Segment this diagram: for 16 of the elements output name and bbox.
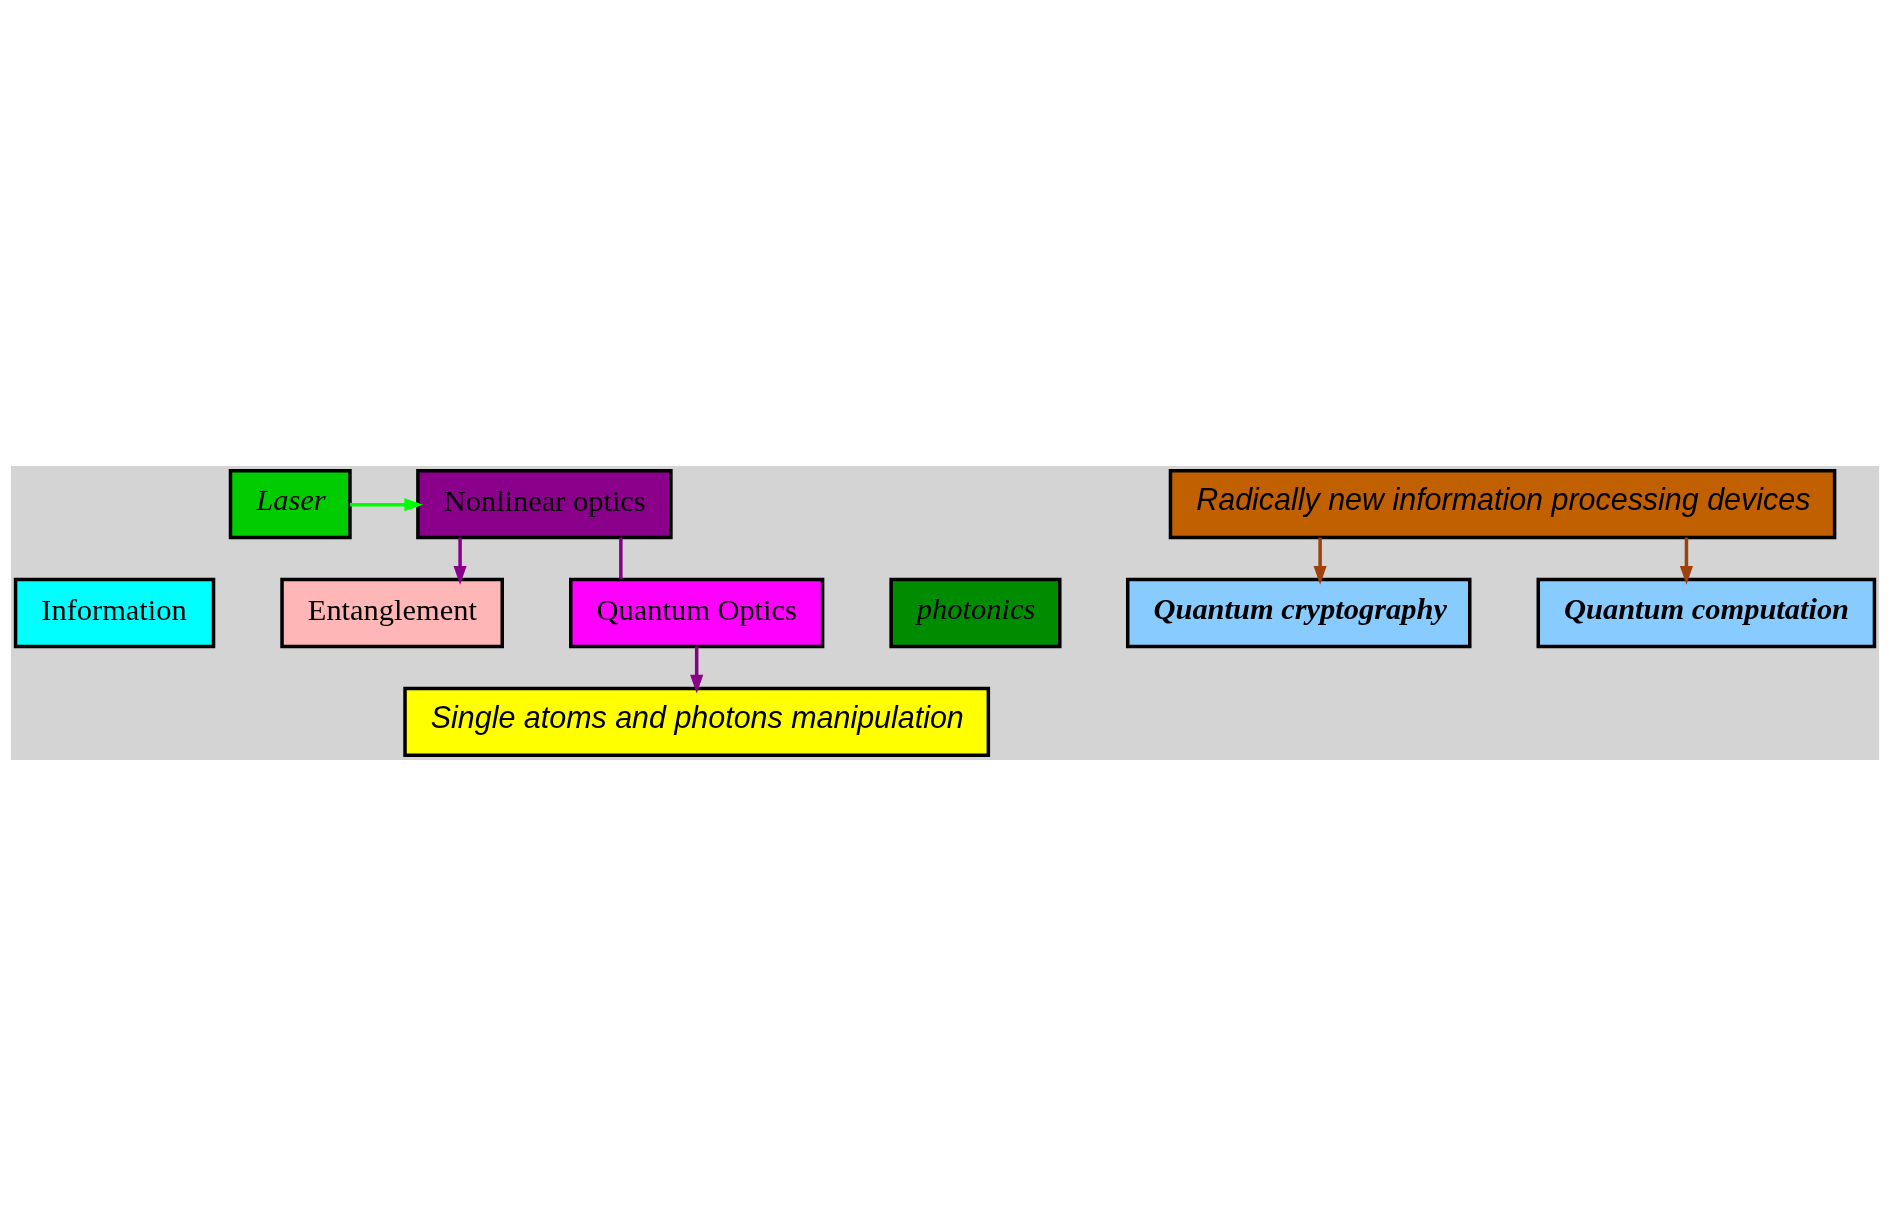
arrow <box>1679 537 1693 585</box>
arrow <box>690 646 704 694</box>
node-box: Entanglement <box>280 577 504 648</box>
arrow <box>453 537 467 585</box>
node-box: Quantum Optics <box>569 577 825 648</box>
node-box: Laser <box>228 468 352 539</box>
node-box: Nonlinear optics <box>416 468 673 539</box>
arrow <box>350 497 424 511</box>
arrow <box>1313 537 1327 585</box>
node-box: Quantum cryptography <box>1125 577 1472 648</box>
node-box: Radically new information processing devices <box>1168 468 1837 539</box>
node-box: Information <box>13 577 216 648</box>
node-box: Single atoms and photons manipulation <box>403 686 991 757</box>
connector <box>619 537 623 579</box>
node-box: Quantum computation <box>1536 577 1877 648</box>
node-box: photonics <box>889 577 1062 648</box>
